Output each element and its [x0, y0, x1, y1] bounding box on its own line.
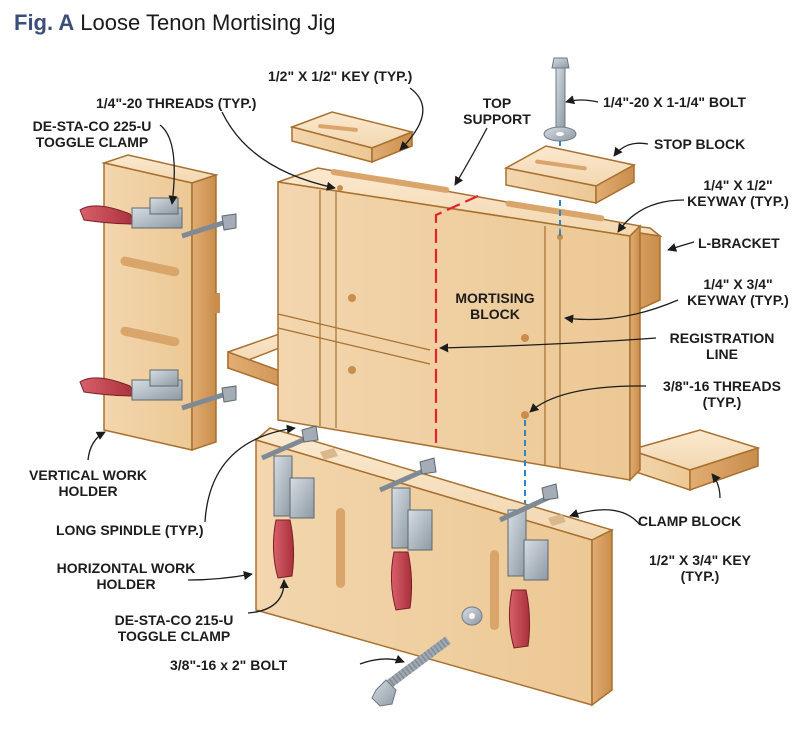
label-bolt-38: 3/8"-16 x 2" BOLT: [170, 657, 288, 673]
toggle-clamp-215-middle: [378, 457, 437, 611]
label-bolt-quarter: 1/4"-20 X 1-1/4" BOLT: [603, 94, 746, 110]
label-l-bracket: L-BRACKET: [698, 235, 780, 251]
key-block: [289, 111, 415, 164]
toggle-clamp-225-top: [79, 197, 237, 239]
label-top-support: TOP SUPPORT: [463, 95, 531, 127]
bolt-38: [371, 606, 483, 707]
mortising-block: [277, 167, 642, 482]
label-threads-38: 3/8"-16 THREADS (TYP.): [663, 378, 781, 410]
label-clamp-block: CLAMP BLOCK: [638, 513, 742, 529]
clamp-block: [627, 429, 761, 492]
stop-block: [503, 145, 637, 205]
label-mortising-block: MORTISING BLOCK: [455, 290, 535, 322]
quarter-bolt: [543, 57, 577, 142]
label-key-34: 1/2" X 3/4" KEY (TYP.): [649, 552, 751, 584]
label-key-half: 1/2" X 1/2" KEY (TYP.): [268, 68, 413, 84]
label-stop-block: STOP BLOCK: [654, 136, 746, 152]
label-toggle-215: DE-STA-CO 215-U TOGGLE CLAMP: [114, 612, 234, 644]
label-threads-quarter: 1/4"-20 THREADS (TYP.): [96, 95, 257, 111]
label-vertical-holder: VERTICAL WORK HOLDER: [29, 467, 147, 499]
figure-name: Loose Tenon Mortising Jig: [80, 10, 336, 35]
label-keyway-half: 1/4" X 1/2" KEYWAY (TYP.): [687, 177, 789, 209]
registration-line: [434, 194, 479, 445]
label-horizontal-holder: HORIZONTAL WORK HOLDER: [56, 560, 196, 592]
leader-lines: [87, 87, 721, 665]
toggle-clamp-215-left: [260, 425, 319, 579]
toggle-clamp-225-bottom: [79, 369, 237, 411]
thread-hole-38: [521, 411, 529, 419]
label-long-spindle: LONG SPINDLE (TYP.): [56, 522, 204, 538]
label-toggle-225: DE-STA-CO 225-U TOGGLE CLAMP: [32, 118, 152, 150]
figure-prefix: Fig. A: [14, 10, 75, 35]
label-registration-line: REGISTRATION LINE: [669, 330, 775, 362]
label-keyway-34: 1/4" X 3/4" KEYWAY (TYP.): [687, 276, 789, 308]
vertical-work-holder: [101, 154, 220, 452]
toggle-clamp-215-right: [498, 483, 559, 649]
